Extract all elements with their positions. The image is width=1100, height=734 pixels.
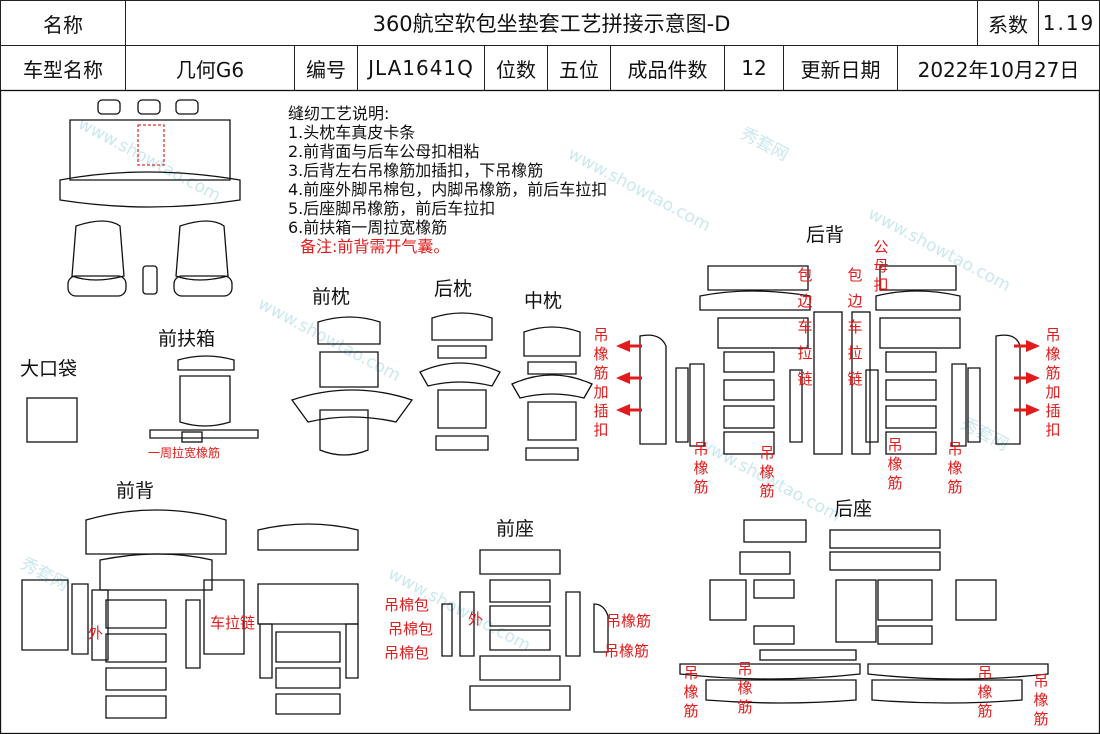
front-seat-cotton-note-3: 吊棉包	[384, 644, 430, 662]
note-item-6: 6.前扶箱一周拉宽橡筋	[288, 218, 448, 237]
note-item-4: 4.前座外脚吊棉包，内脚吊橡筋，前后车拉扣	[288, 180, 608, 199]
section-middle-headrest: 中枕	[524, 290, 563, 312]
date-label: 更新日期	[783, 45, 898, 91]
rear-back-right-zip-note: 包边车拉链	[847, 266, 863, 388]
section-rear-seat: 后座	[834, 498, 873, 520]
note-item-3: 3.后背左右吊橡筋加插扣，下吊橡筋	[288, 161, 544, 180]
coef-label: 系数	[977, 0, 1039, 46]
rear-back-left-zip-note: 包边车拉链	[797, 266, 813, 388]
model-value: 几何G6	[125, 45, 295, 91]
section-front-armrest: 前扶箱	[158, 328, 216, 350]
rear-back-left-buckle-note: 吊橡筋加插扣	[593, 326, 609, 439]
front-seat-outer-note: 外	[468, 610, 484, 628]
section-big-pocket: 大口袋	[20, 358, 78, 380]
date-value: 2022年10月27日	[897, 45, 1100, 91]
rear-back-elastic-note-3: 吊橡筋	[887, 436, 903, 492]
front-back-zip-note: 车拉链	[210, 614, 256, 632]
armrest-band-note: 一周拉宽橡筋	[148, 446, 221, 460]
note-item-1: 1.头枕车真皮卡条	[288, 123, 416, 142]
front-seat-elastic-note-1: 吊橡筋	[606, 612, 652, 630]
note-item-5: 5.后座脚吊橡筋，前后车拉扣	[288, 199, 496, 218]
note-item-2: 2.前背面与后车公母扣相粘	[288, 142, 480, 161]
rear-back-right-buckle-note: 吊橡筋加插扣	[1045, 326, 1061, 439]
rear-seat-elastic-note-1: 吊橡筋	[683, 664, 699, 720]
rear-seat-elastic-note-3: 吊橡筋	[977, 664, 993, 720]
rear-back-elastic-note-2: 吊橡筋	[759, 444, 775, 500]
front-back-outer-note: 外	[88, 624, 104, 642]
rear-seat-elastic-note-2: 吊橡筋	[737, 660, 753, 716]
rear-seat-elastic-note-4: 吊橡筋	[1033, 672, 1049, 728]
section-front-headrest: 前枕	[312, 286, 351, 308]
notes-remark: 备注:前背需开气囊。	[300, 237, 450, 256]
section-rear-back: 后背	[806, 224, 845, 246]
sewing-notes: 缝纫工艺说明: 1.头枕车真皮卡条 2.前背面与后车公母扣相粘 3.后背左右吊橡…	[288, 104, 607, 256]
rear-back-elastic-note-1: 吊橡筋	[693, 440, 709, 496]
notes-heading: 缝纫工艺说明:	[288, 104, 390, 123]
pieces-label: 成品件数	[610, 45, 725, 91]
section-rear-headrest: 后枕	[434, 278, 473, 300]
car-seat-overview	[59, 99, 241, 297]
section-front-back: 前背	[116, 480, 155, 502]
front-seat-cotton-note-2: 吊棉包	[388, 620, 434, 638]
seats-label: 位数	[484, 45, 548, 91]
rear-back-elastic-note-4: 吊橡筋	[947, 440, 963, 496]
front-seat-cotton-note-1: 吊棉包	[384, 596, 430, 614]
front-seat-elastic-note-2: 吊橡筋	[604, 642, 650, 660]
section-front-seat: 前座	[496, 518, 535, 540]
rear-back-buckle-note: 公母扣	[873, 238, 889, 294]
